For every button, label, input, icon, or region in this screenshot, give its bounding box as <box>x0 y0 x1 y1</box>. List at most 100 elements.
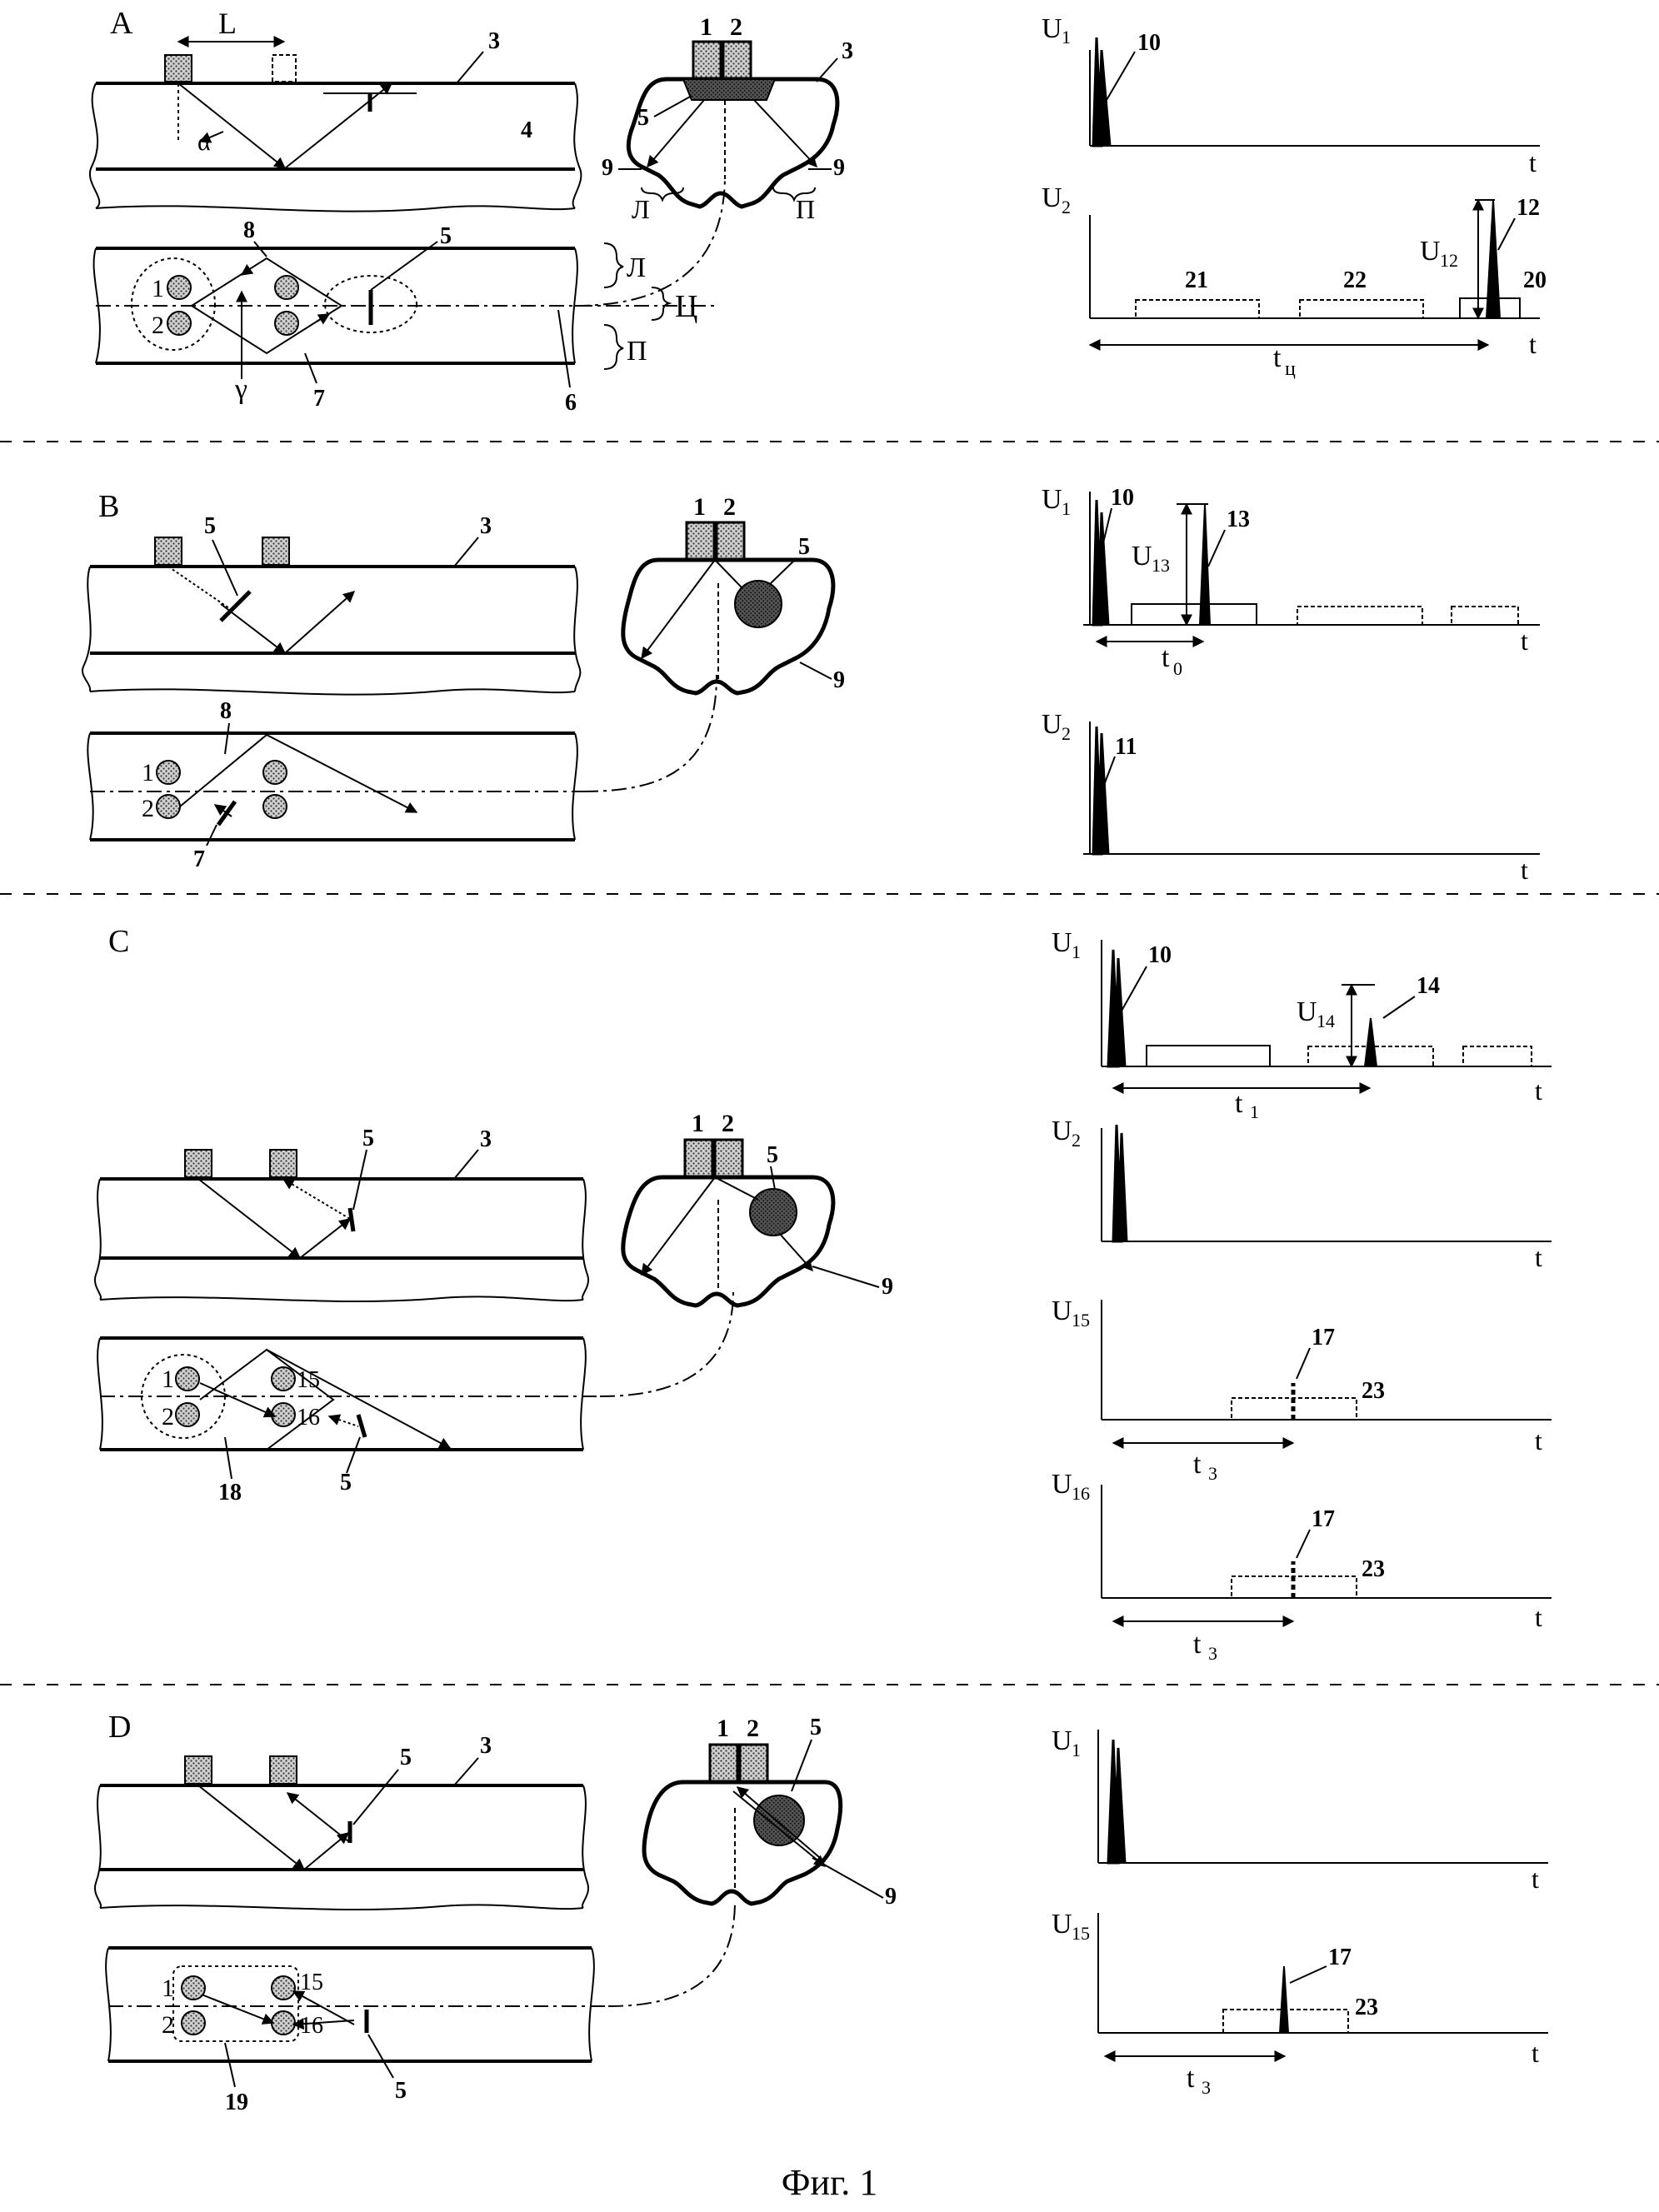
gate-c-1 <box>1147 1046 1270 1066</box>
zone-left-xs-a: Л <box>632 194 650 224</box>
axis-u15-sub-d: 15 <box>1072 1923 1090 1944</box>
figure-caption: Фиг. 1 <box>0 2161 1659 2204</box>
sensor-1-top <box>167 276 191 299</box>
label-t3-sub-c-u15: 3 <box>1208 1463 1217 1484</box>
label-12-a: 12 <box>1517 195 1540 221</box>
axis-u1-sub-c: 1 <box>1072 941 1081 962</box>
axis-u15-sub-c: 15 <box>1072 1310 1090 1331</box>
label-3-xs-a: 3 <box>842 38 853 64</box>
dimension-l: L <box>218 7 237 40</box>
axis-u1-c: U <box>1052 927 1072 958</box>
label-10-c: 10 <box>1148 942 1172 968</box>
label-23-c-u15: 23 <box>1362 1378 1385 1404</box>
label-1-top-c: 1 <box>162 1366 174 1393</box>
axis-t-u2-c: t <box>1535 1242 1542 1272</box>
panel-a-side-view: L α 3 4 <box>90 7 581 212</box>
label-16-d: 16 <box>300 2013 323 2039</box>
label-t1: t <box>1235 1088 1243 1119</box>
label-1-top: 1 <box>152 275 164 302</box>
label-5-top-c: 5 <box>340 1470 352 1495</box>
label-t0: t <box>1162 642 1170 673</box>
label-7-b: 7 <box>193 846 205 872</box>
pulse-c-u2 <box>1113 1125 1127 1241</box>
defect-c <box>750 1189 797 1236</box>
label-t1-sub: 1 <box>1250 1101 1259 1122</box>
pulse-d-u1 <box>1108 1740 1125 1863</box>
panel-d-top-view: 1 2 15 16 5 19 <box>106 1901 735 2115</box>
zone-center-a: Ц <box>675 289 697 324</box>
axis-u2-sub-b: 2 <box>1062 723 1071 744</box>
panel-c-top-view: 1 2 15 16 5 18 <box>97 1291 733 1505</box>
axis-t-u1-b: t <box>1521 626 1528 656</box>
transducer-2 <box>272 55 296 82</box>
label-t3-c-u16: t <box>1193 1629 1202 1660</box>
label-4: 4 <box>521 117 532 143</box>
gate-b-3 <box>1452 607 1518 625</box>
label-2-xs-b: 2 <box>723 493 736 521</box>
label-3-b: 3 <box>480 513 492 539</box>
sensor-2-top <box>167 312 191 335</box>
label-10-b: 10 <box>1111 485 1134 511</box>
label-3: 3 <box>488 28 500 54</box>
label-5-xs-a: 5 <box>637 105 649 131</box>
axis-u15-d: U <box>1052 1909 1072 1940</box>
axis-u1-a: U <box>1042 13 1062 44</box>
gate-b-2 <box>1297 607 1422 625</box>
label-u13-sub: 13 <box>1152 555 1170 576</box>
pulse-11 <box>1093 727 1108 854</box>
label-8-a: 8 <box>243 217 255 243</box>
panel-c-label: C <box>108 924 129 959</box>
chart-d-u15: U 15 17 23 t 3 t <box>1052 1909 1548 2098</box>
label-1-xs-d: 1 <box>717 1715 729 1742</box>
label-14: 14 <box>1417 973 1440 999</box>
panel-a-cross-section: 1 2 5 3 9 9 Л П <box>602 13 853 224</box>
panel-b-top-view: 1 2 8 7 <box>87 675 717 872</box>
chart-b-u1: U 1 10 13 U 13 t 0 t <box>1042 484 1540 679</box>
panel-c: C 5 3 <box>95 924 1552 1664</box>
label-9-d: 9 <box>885 1884 897 1910</box>
label-10-a: 10 <box>1137 30 1161 56</box>
axis-u2-sub-c: 2 <box>1072 1130 1081 1151</box>
label-t3-c-u15: t <box>1193 1449 1202 1480</box>
label-5-xs-d: 5 <box>810 1715 822 1740</box>
label-9-right-a: 9 <box>833 155 845 181</box>
label-2-xs-c: 2 <box>722 1110 734 1137</box>
label-15-d: 15 <box>300 1970 323 1995</box>
label-9-b: 9 <box>833 667 845 693</box>
axis-u15-c: U <box>1052 1296 1072 1326</box>
pulse-10-a <box>1093 37 1110 146</box>
axis-t-u15-d: t <box>1532 2038 1539 2068</box>
axis-t-u1-a: t <box>1529 147 1537 177</box>
section-separators <box>0 442 1659 1685</box>
label-u14: U <box>1297 996 1317 1027</box>
pulse-17-d <box>1280 1966 1288 2033</box>
label-20-a: 20 <box>1523 267 1547 293</box>
gate-21 <box>1136 300 1259 318</box>
label-17-d: 17 <box>1328 1945 1352 1970</box>
panel-d-side-view: 5 3 <box>95 1733 588 1910</box>
chart-c-u1: U 1 10 U 14 14 t 1 t <box>1052 927 1552 1122</box>
zone-right-xs-a: П <box>796 194 815 224</box>
label-3-d: 3 <box>480 1733 492 1759</box>
gate-b-1 <box>1132 604 1257 625</box>
chart-c-u16: U 16 17 23 t 3 t <box>1052 1469 1552 1664</box>
sensor-15-c <box>272 1367 295 1391</box>
axis-u16-sub-c: 16 <box>1072 1483 1090 1504</box>
label-t3-sub-c-u16: 3 <box>1208 1643 1217 1664</box>
sensor-16-c <box>272 1403 295 1426</box>
pulse-10-b <box>1093 500 1108 625</box>
label-5-xs-c: 5 <box>767 1142 778 1168</box>
label-17-c-u16: 17 <box>1312 1506 1335 1532</box>
axis-u2-a: U <box>1042 182 1062 213</box>
label-8-b: 8 <box>220 698 232 724</box>
label-5-top-a: 5 <box>440 223 452 249</box>
axis-u16-c: U <box>1052 1469 1072 1500</box>
defect-b <box>735 581 782 627</box>
axis-u1-sub-b: 1 <box>1062 498 1071 519</box>
axis-u1-d: U <box>1052 1725 1072 1756</box>
label-u13: U <box>1132 541 1152 572</box>
axis-u2-sub-a: 2 <box>1062 197 1071 217</box>
label-1-xs-a: 1 <box>700 13 712 41</box>
axis-t-u2-a: t <box>1529 329 1537 359</box>
